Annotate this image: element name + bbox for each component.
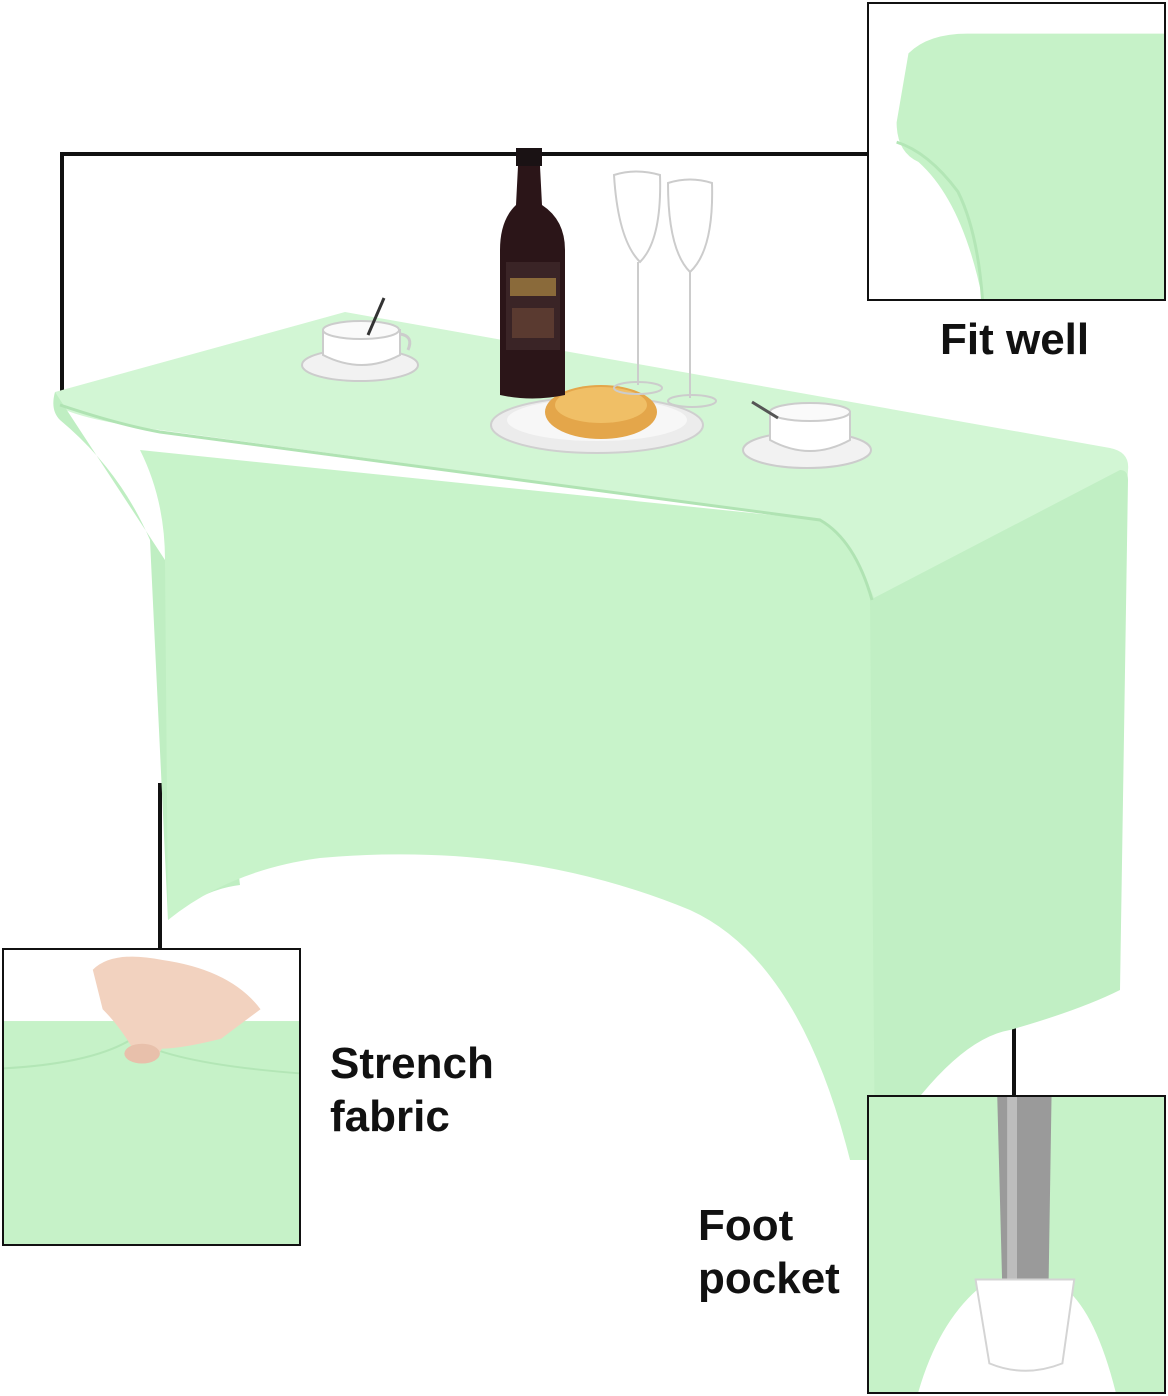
wine-glass-icon [666,178,717,408]
bread-plate-icon [490,385,704,454]
stretch-fabric-inset [2,948,301,1246]
fit-callout-line [60,152,868,392]
fit-well-inset [867,2,1166,301]
foot-pocket-illustration [869,1097,1164,1392]
foot-pocket-inset [867,1095,1166,1394]
corner-fit-illustration [896,33,1164,299]
table-leg-icon [974,1097,1076,1372]
stretch-illustration [4,956,299,1244]
hand-icon [92,956,261,1064]
coffee-cup-icon [301,297,419,382]
stretch-fabric-label: Strench fabric [330,1038,590,1144]
fit-well-label: Fit well [940,315,1090,364]
wine-glass-icon [612,170,663,395]
coffee-cup-icon [742,400,872,469]
stretch-table-cover [53,312,1129,1160]
foot-label-line1: Foot [698,1201,794,1250]
foot-label-line2: pocket [698,1253,840,1303]
wine-bottle-icon [500,148,565,399]
stretch-label-line2: fabric [330,1091,450,1141]
stretch-label-line1: Strench [330,1039,494,1088]
foot-pocket-label: Foot pocket [698,1200,878,1306]
